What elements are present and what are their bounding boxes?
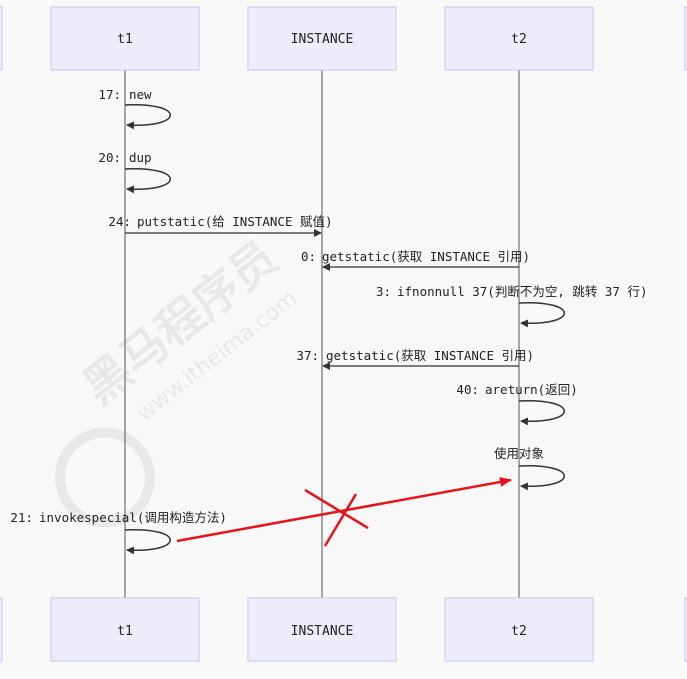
offscreen-participant-box (0, 6, 3, 71)
message-invokespecial: 21: invokespecial(调用构造方法) (10, 510, 227, 555)
svg-text:invokespecial(调用构造方法): invokespecial(调用构造方法) (39, 510, 227, 525)
red-annotation-arrow (176, 477, 512, 543)
participant-label: INSTANCE (291, 624, 354, 639)
message-putstatic: 24: putstatic(给 INSTANCE 赋值) (108, 214, 333, 237)
svg-text:24:: 24: (108, 214, 131, 229)
svg-text:3:: 3: (376, 284, 391, 299)
offscreen-participant-box (0, 597, 3, 662)
svg-text:21:: 21: (10, 510, 33, 525)
svg-text:37:: 37: (296, 348, 319, 363)
participant-instance-bottom[interactable]: INSTANCE (247, 597, 397, 662)
offscreen-participant-box (684, 6, 687, 71)
svg-text:dup: dup (129, 150, 152, 165)
svg-text:areturn(返回): areturn(返回) (485, 382, 578, 397)
svg-text:getstatic(获取 INSTANCE 引用): getstatic(获取 INSTANCE 引用) (322, 249, 530, 264)
svg-text:40:: 40: (456, 382, 479, 397)
participant-t2-top[interactable]: t2 (444, 6, 594, 71)
svg-text:getstatic(获取 INSTANCE 引用): getstatic(获取 INSTANCE 引用) (326, 348, 534, 363)
svg-text:20:: 20: (98, 150, 121, 165)
message-areturn: 40: areturn(返回) (456, 382, 578, 426)
offscreen-participant-box (684, 597, 687, 662)
svg-text:17:: 17: (98, 87, 121, 102)
svg-text:使用对象: 使用对象 (494, 446, 544, 461)
svg-text:new: new (129, 87, 152, 102)
svg-text:ifnonnull 37(判断不为空, 跳转 37 行): ifnonnull 37(判断不为空, 跳转 37 行) (397, 284, 648, 299)
watermark: 黑马程序员 www.itheima.com (54, 230, 302, 528)
message-ifnonnull: 3: ifnonnull 37(判断不为空, 跳转 37 行) (376, 284, 648, 328)
participant-t2-bottom[interactable]: t2 (444, 597, 594, 662)
participant-label: t2 (511, 624, 527, 639)
svg-text:putstatic(给 INSTANCE 赋值): putstatic(给 INSTANCE 赋值) (137, 214, 333, 229)
message-getstatic-0: 0: getstatic(获取 INSTANCE 引用) (301, 249, 530, 271)
participant-label: t2 (511, 32, 527, 47)
watermark-logo-icon (54, 427, 155, 528)
message-use-object: 使用对象 (494, 446, 565, 491)
participant-t1-top[interactable]: t1 (50, 6, 200, 71)
svg-text:0:: 0: (301, 249, 316, 264)
participant-label: t1 (117, 32, 133, 47)
message-dup: 20: dup (98, 150, 171, 194)
participant-label: t1 (117, 624, 133, 639)
message-new: 17: new (98, 87, 171, 130)
participant-t1-bottom[interactable]: t1 (50, 597, 200, 662)
red-cross-icon (304, 488, 369, 547)
message-getstatic-37: 37: getstatic(获取 INSTANCE 引用) (296, 348, 534, 370)
participant-instance-top[interactable]: INSTANCE (247, 6, 397, 71)
participant-label: INSTANCE (291, 32, 354, 47)
